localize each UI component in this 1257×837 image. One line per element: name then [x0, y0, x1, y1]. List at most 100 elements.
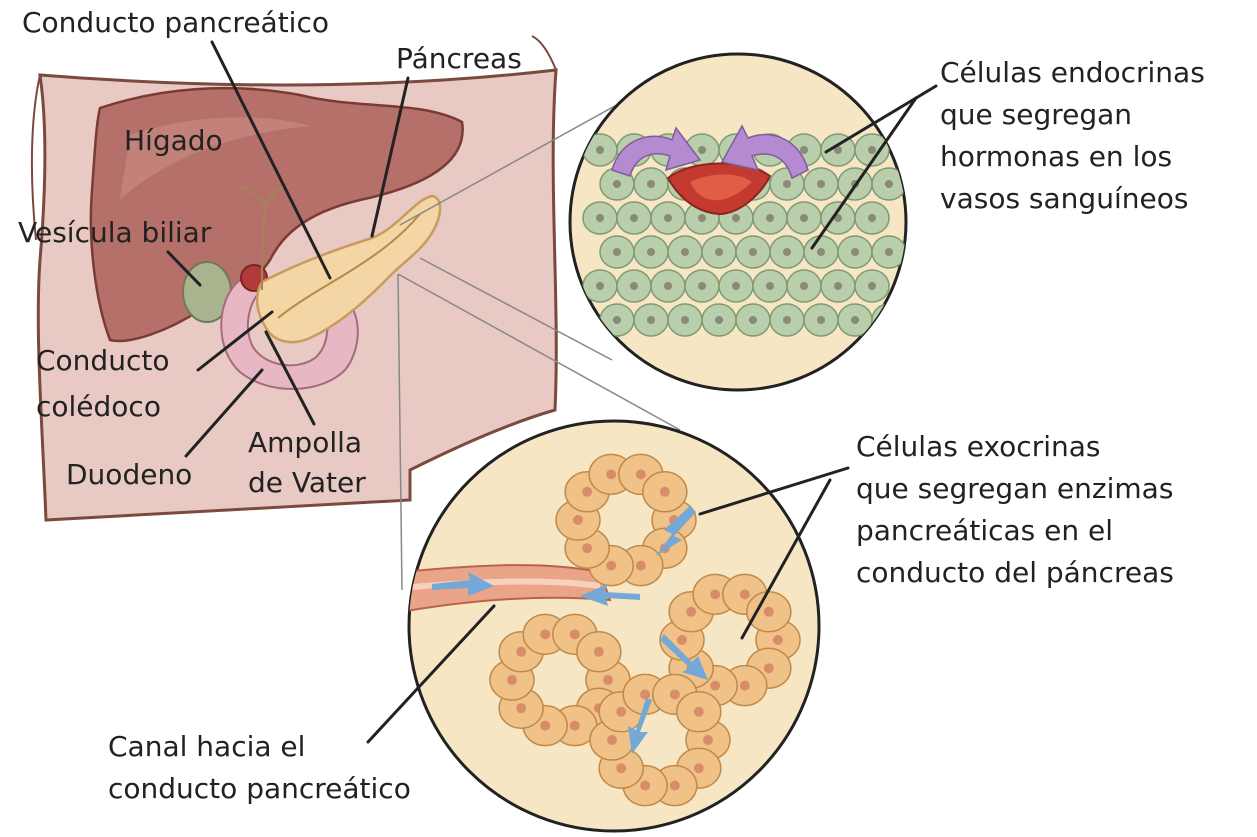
- cell-nucleus: [664, 282, 672, 290]
- cell-nucleus: [783, 180, 791, 188]
- cell-nucleus: [817, 180, 825, 188]
- cell-nucleus: [732, 282, 740, 290]
- cell-nucleus: [686, 607, 696, 617]
- cell-nucleus: [616, 707, 626, 717]
- cell-nucleus: [885, 248, 893, 256]
- cell-nucleus: [570, 629, 580, 639]
- label-ampolla-1: Ampolla: [248, 426, 362, 460]
- cell-nucleus: [681, 316, 689, 324]
- cell-nucleus: [773, 635, 783, 645]
- cell-nucleus: [740, 589, 750, 599]
- label-conducto-coledoco-1: Conducto: [36, 344, 169, 378]
- cell-nucleus: [694, 763, 704, 773]
- label-duodeno: Duodeno: [66, 458, 192, 492]
- cell-nucleus: [570, 721, 580, 731]
- cell-nucleus: [868, 214, 876, 222]
- cell-nucleus: [582, 487, 592, 497]
- cell-nucleus: [630, 214, 638, 222]
- cell-nucleus: [640, 781, 650, 791]
- cell-nucleus: [710, 681, 720, 691]
- cell-nucleus: [647, 180, 655, 188]
- cell-nucleus: [800, 282, 808, 290]
- cell-nucleus: [636, 469, 646, 479]
- cell-nucleus: [740, 681, 750, 691]
- cell-nucleus: [834, 282, 842, 290]
- cell-nucleus: [670, 689, 680, 699]
- label-conducto-pancreatico: Conducto pancreático: [22, 6, 329, 40]
- label-pancreas: Páncreas: [396, 42, 522, 76]
- label-ampolla-2: de Vater: [248, 466, 366, 500]
- label-endocrinas-2: que segregan: [940, 98, 1132, 132]
- cell-nucleus: [616, 763, 626, 773]
- label-exocrinas-3: pancreáticas en el: [856, 514, 1113, 548]
- cell-nucleus: [698, 282, 706, 290]
- cell-nucleus: [703, 735, 713, 745]
- cell-nucleus: [647, 248, 655, 256]
- cell-nucleus: [868, 282, 876, 290]
- cell-nucleus: [766, 214, 774, 222]
- cell-nucleus: [603, 675, 613, 685]
- cell-nucleus: [851, 316, 859, 324]
- cell-nucleus: [783, 248, 791, 256]
- label-canal-1: Canal hacia el: [108, 730, 305, 764]
- label-higado: Hígado: [124, 124, 223, 158]
- cell-nucleus: [800, 214, 808, 222]
- cell-nucleus: [698, 214, 706, 222]
- cell-nucleus: [594, 647, 604, 657]
- cell-nucleus: [885, 180, 893, 188]
- cell-nucleus: [607, 735, 617, 745]
- label-exocrinas-1: Células exocrinas: [856, 430, 1100, 464]
- exocrine-detail-circle: [400, 421, 819, 831]
- cell-nucleus: [636, 561, 646, 571]
- cell-nucleus: [516, 647, 526, 657]
- label-vesicula-biliar: Vesícula biliar: [18, 216, 211, 250]
- cell-nucleus: [596, 146, 604, 154]
- label-endocrinas-3: hormonas en los: [940, 140, 1172, 174]
- trunk-edge-right: [532, 36, 556, 70]
- cell-nucleus: [749, 316, 757, 324]
- cell-nucleus: [698, 146, 706, 154]
- endocrine-cell: [872, 304, 906, 336]
- cell-nucleus: [606, 469, 616, 479]
- cell-nucleus: [613, 316, 621, 324]
- cell-nucleus: [681, 248, 689, 256]
- label-canal-2: conducto pancreático: [108, 772, 411, 806]
- cell-nucleus: [582, 543, 592, 553]
- cell-nucleus: [764, 607, 774, 617]
- cell-nucleus: [868, 146, 876, 154]
- endocrine-detail-circle: [570, 54, 906, 390]
- cell-nucleus: [516, 703, 526, 713]
- cell-nucleus: [540, 629, 550, 639]
- cell-nucleus: [766, 282, 774, 290]
- cell-nucleus: [715, 316, 723, 324]
- cell-nucleus: [573, 515, 583, 525]
- cell-nucleus: [800, 146, 808, 154]
- cell-nucleus: [613, 180, 621, 188]
- cell-nucleus: [606, 561, 616, 571]
- cell-nucleus: [540, 721, 550, 731]
- cell-nucleus: [749, 248, 757, 256]
- cell-nucleus: [715, 248, 723, 256]
- label-exocrinas-2: que segregan enzimas: [856, 472, 1173, 506]
- cell-nucleus: [596, 282, 604, 290]
- label-conducto-coledoco-2: colédoco: [36, 390, 161, 424]
- label-endocrinas-4: vasos sanguíneos: [940, 182, 1188, 216]
- cell-nucleus: [660, 487, 670, 497]
- cell-nucleus: [851, 248, 859, 256]
- cell-nucleus: [670, 781, 680, 791]
- cell-nucleus: [783, 316, 791, 324]
- cell-nucleus: [764, 663, 774, 673]
- cell-nucleus: [817, 316, 825, 324]
- label-endocrinas-1: Células endocrinas: [940, 56, 1205, 90]
- cell-nucleus: [596, 214, 604, 222]
- cell-nucleus: [732, 214, 740, 222]
- cell-nucleus: [885, 316, 893, 324]
- cell-nucleus: [817, 248, 825, 256]
- cell-nucleus: [630, 282, 638, 290]
- cell-nucleus: [613, 248, 621, 256]
- cell-nucleus: [677, 635, 687, 645]
- cell-nucleus: [664, 214, 672, 222]
- cell-nucleus: [647, 316, 655, 324]
- cell-nucleus: [640, 689, 650, 699]
- cell-nucleus: [710, 589, 720, 599]
